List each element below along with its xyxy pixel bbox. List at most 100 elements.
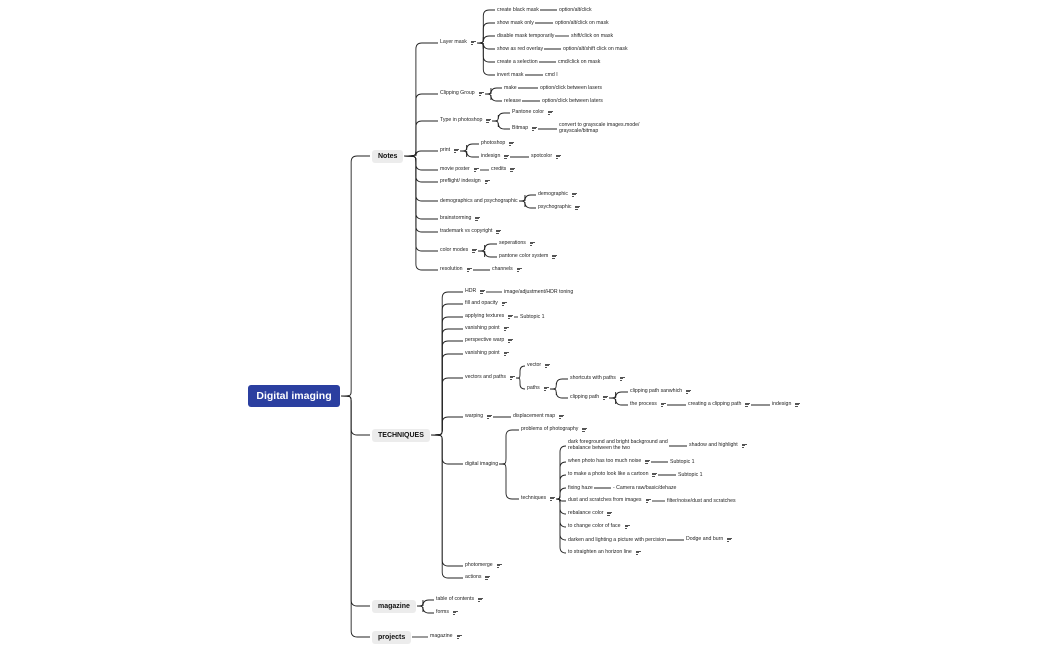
topic-ctn[interactable]: to make a photo look like a cartoon [568, 471, 658, 478]
notes-icon[interactable] [645, 498, 651, 504]
topic-tmn[interactable]: when photo has too much noise [568, 458, 651, 465]
topic-rlk[interactable]: option/click between laters [542, 98, 603, 104]
topic-tind[interactable]: indesign [772, 401, 801, 408]
topic-at[interactable]: applying textures [465, 313, 514, 320]
topic-smok[interactable]: option/alt/click on mask [555, 20, 609, 26]
topic-ch[interactable]: channels [492, 266, 522, 273]
notes-icon[interactable] [543, 386, 549, 392]
topic-rbc[interactable]: rebalance color [568, 510, 613, 517]
topic-smo[interactable]: show mask only [497, 20, 534, 26]
topic-crw[interactable]: - Camera raw/basic/dehaze [613, 485, 676, 491]
topic-dfb[interactable]: dark foreground and bright background an… [568, 439, 668, 452]
notes-icon[interactable] [485, 575, 491, 581]
notes-icon[interactable] [496, 229, 502, 235]
notes-icon[interactable] [741, 443, 747, 449]
notes-icon[interactable] [582, 427, 588, 433]
topic-st1[interactable]: Subtopic 1 [520, 314, 545, 320]
topic-im[interactable]: invert mask [497, 72, 524, 78]
topic-di[interactable]: digital imaging [465, 461, 498, 467]
notes-icon[interactable] [452, 610, 458, 616]
topic-clp[interactable]: clipping path [570, 394, 609, 401]
topic-act[interactable]: actions [465, 574, 491, 581]
topic-pmag[interactable]: magazine [430, 633, 462, 640]
topic-cr[interactable]: credits [491, 166, 516, 173]
notes-icon[interactable] [572, 192, 577, 198]
topic-rok[interactable]: option/alt/shift click on mask [563, 46, 628, 52]
notes-icon[interactable] [795, 402, 801, 408]
notes-icon[interactable] [508, 338, 514, 344]
topic-frm[interactable]: forms [436, 609, 458, 616]
topic-dsc[interactable]: dust and scratches from images [568, 497, 651, 504]
topic-pcs[interactable]: pantone color system [499, 253, 558, 260]
topic-res[interactable]: resolution [440, 266, 472, 273]
notes-icon[interactable] [456, 634, 462, 640]
topic-bm[interactable]: Bitmap [512, 125, 538, 132]
topic-lm[interactable]: Layer mask [440, 39, 476, 46]
notes-icon[interactable] [624, 524, 630, 530]
topic-mag[interactable]: magazine [372, 599, 416, 613]
topic-stb[interactable]: Subtopic 1 [678, 472, 703, 478]
topic-proj[interactable]: projects [372, 630, 412, 644]
topic-ccp[interactable]: creating a clipping path [688, 401, 751, 408]
notes-icon[interactable] [480, 289, 486, 295]
topic-sh[interactable]: to straighten an horizon line [568, 549, 641, 556]
notes-icon[interactable] [504, 154, 510, 160]
notes-icon[interactable] [501, 301, 507, 307]
notes-icon[interactable] [548, 110, 554, 116]
topic-rl[interactable]: release [504, 98, 521, 104]
topic-shh[interactable]: shadow and highlight [689, 442, 747, 449]
topic-sta[interactable]: Subtopic 1 [670, 459, 695, 465]
topic-vp1[interactable]: vanishing point [465, 325, 509, 332]
notes-icon[interactable] [466, 267, 472, 273]
topic-cfc[interactable]: to change color of face [568, 523, 630, 530]
notes-icon[interactable] [559, 414, 565, 420]
notes-icon[interactable] [660, 402, 666, 408]
topic-csk[interactable]: cmd/click on mask [558, 59, 600, 65]
topic-cbmk[interactable]: option/alt/click [559, 7, 592, 13]
topic-spc[interactable]: spotcolor [531, 153, 562, 160]
notes-icon[interactable] [503, 326, 509, 332]
topic-ps[interactable]: photoshop [481, 140, 515, 147]
topic-ro[interactable]: show as red overlay [497, 46, 543, 52]
topic-mk[interactable]: make [504, 85, 517, 91]
topic-dl[interactable]: darken and lighting a picture with perci… [568, 537, 666, 543]
topic-vap[interactable]: vectors and paths [465, 374, 515, 381]
topic-cps[interactable]: clipping path sanwhich [630, 388, 692, 395]
notes-icon[interactable] [510, 167, 516, 173]
topic-vec[interactable]: vector [527, 362, 551, 369]
notes-icon[interactable] [475, 216, 481, 222]
topic-dm[interactable]: disable mask temporarily [497, 33, 554, 39]
topic-hdr[interactable]: HDR [465, 288, 486, 295]
notes-icon[interactable] [603, 395, 609, 401]
topic-dsf[interactable]: filter/noise/dust and scratches [667, 498, 736, 504]
notes-icon[interactable] [487, 414, 493, 420]
topic-tech[interactable]: TECHNIQUES [372, 428, 430, 442]
topic-pc[interactable]: Pantone color [512, 109, 554, 116]
notes-icon[interactable] [508, 314, 514, 320]
topic-cm[interactable]: color modes [440, 247, 478, 254]
topic-hdrn[interactable]: image/adjustment/HDR toning [504, 289, 573, 295]
notes-icon[interactable] [484, 179, 490, 185]
notes-icon[interactable] [552, 254, 558, 260]
topic-cbm[interactable]: create black mask [497, 7, 539, 13]
notes-icon[interactable] [607, 511, 613, 517]
topic-pth[interactable]: paths [527, 385, 549, 392]
topic-ind[interactable]: indesign [481, 153, 510, 160]
topic-bs[interactable]: brainstorming [440, 215, 481, 222]
notes-icon[interactable] [478, 597, 484, 603]
notes-icon[interactable] [545, 363, 551, 369]
topic-vp2[interactable]: vanishing point [465, 350, 509, 357]
topic-swp[interactable]: shortcuts with paths [570, 375, 625, 382]
notes-icon[interactable] [619, 376, 625, 382]
notes-icon[interactable] [532, 126, 538, 132]
notes-icon[interactable] [473, 167, 479, 173]
notes-icon[interactable] [686, 389, 692, 395]
notes-icon[interactable] [503, 351, 509, 357]
notes-icon[interactable] [556, 154, 562, 160]
topic-root[interactable]: Digital imaging [248, 385, 340, 407]
notes-icon[interactable] [645, 459, 651, 465]
topic-fo[interactable]: fill and opacity [465, 300, 507, 307]
notes-icon[interactable] [509, 141, 515, 147]
topic-toc[interactable]: table of contents [436, 596, 484, 603]
notes-icon[interactable] [635, 550, 641, 556]
